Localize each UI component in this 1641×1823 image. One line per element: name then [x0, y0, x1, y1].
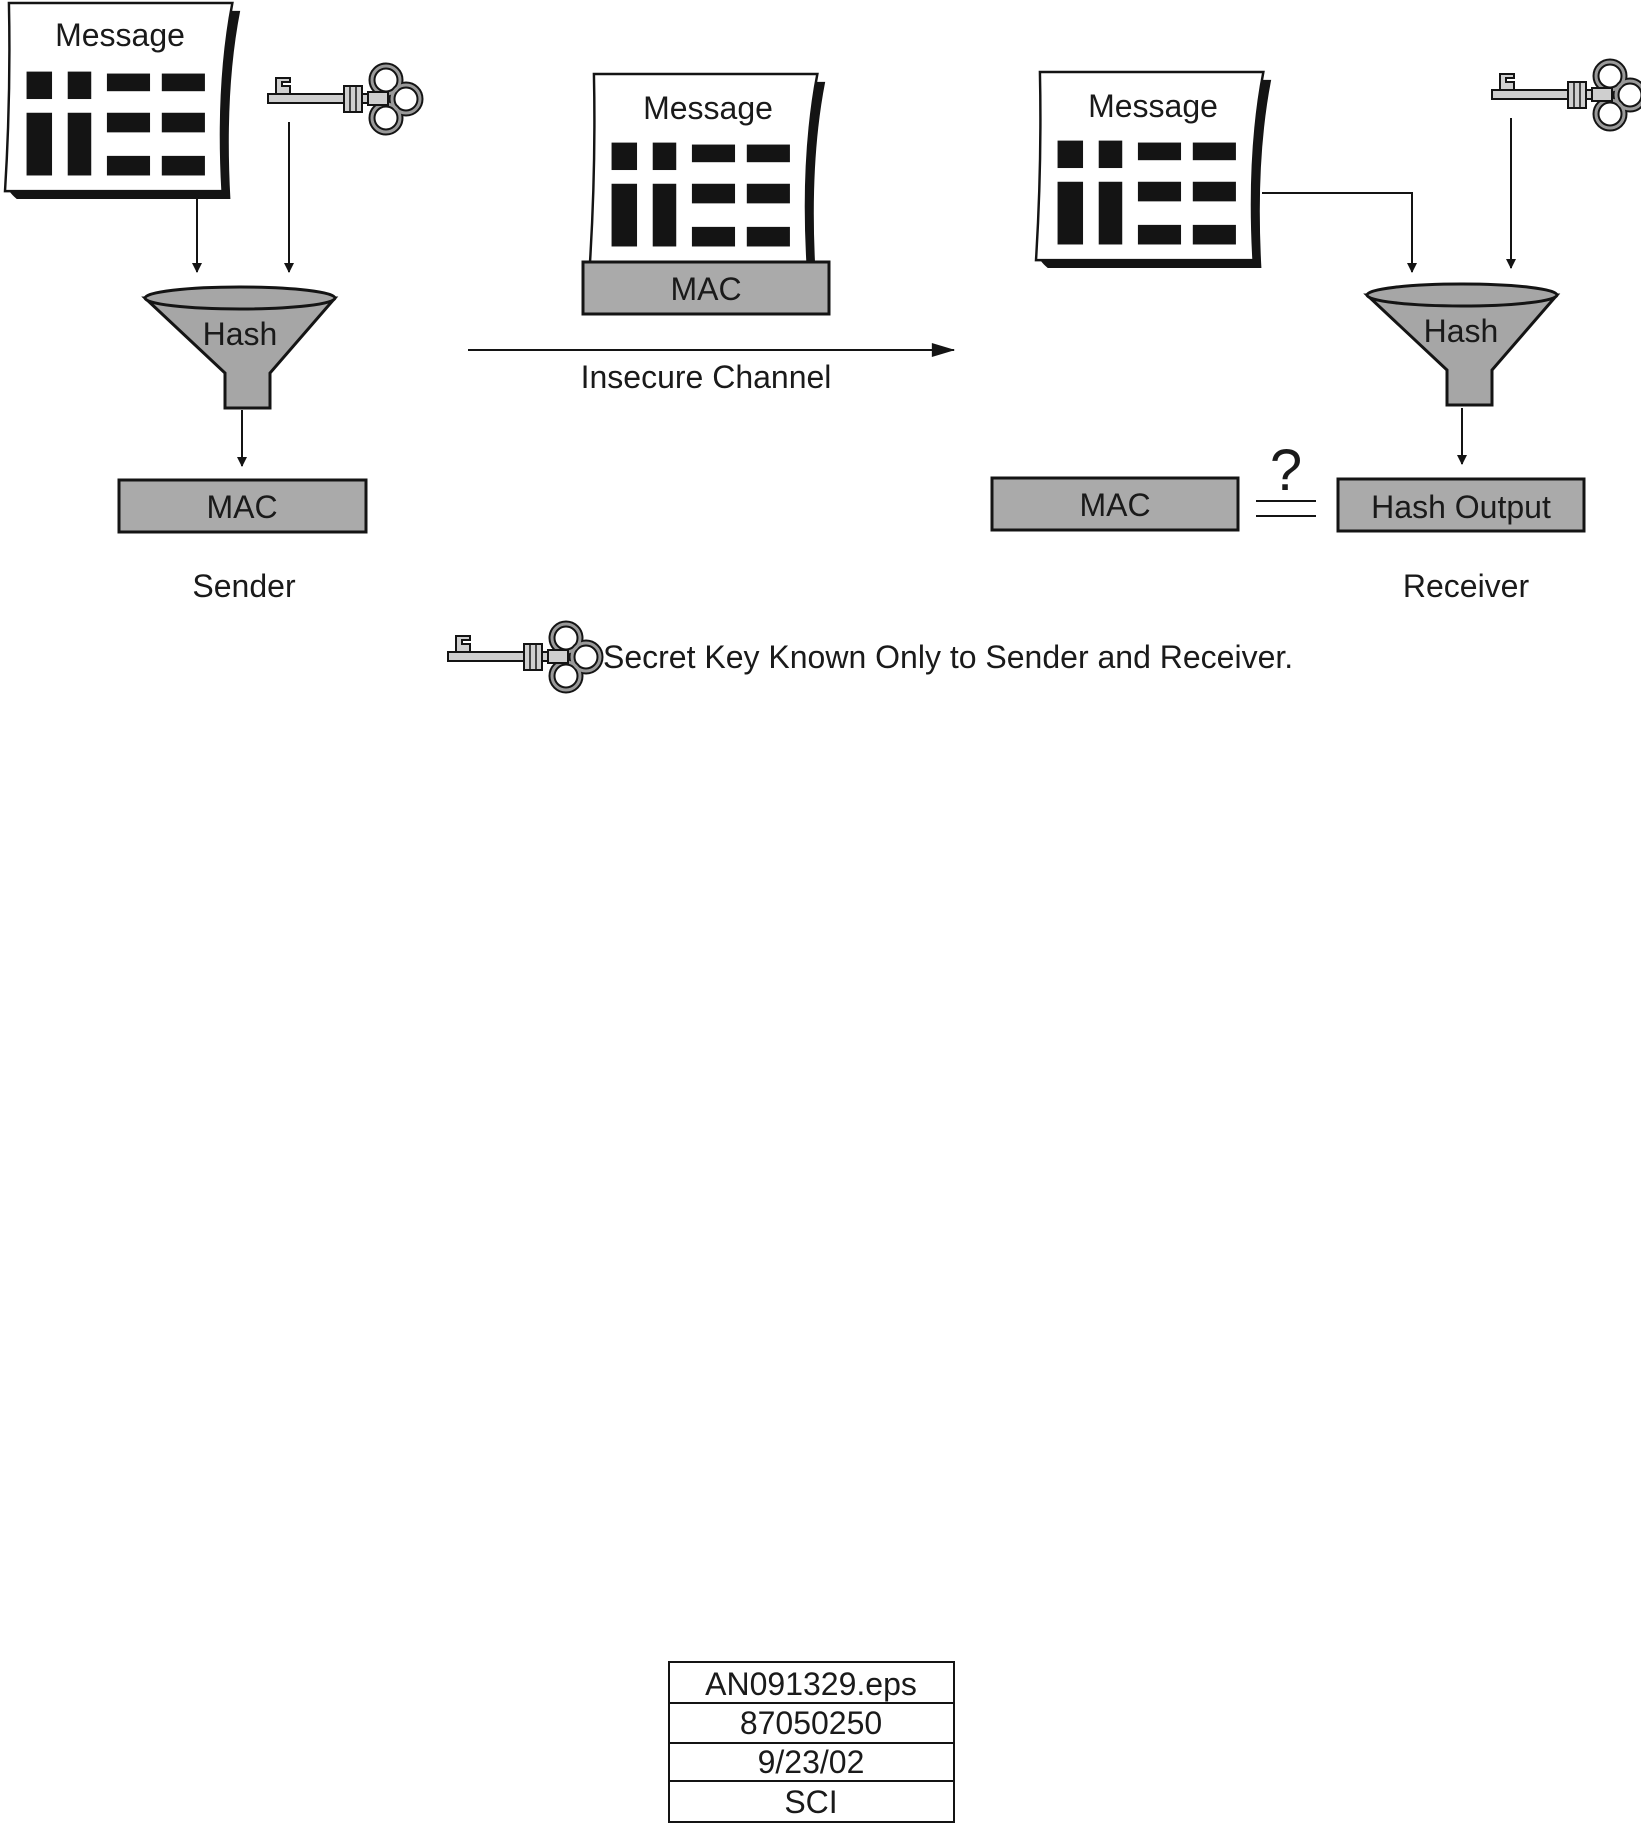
comparison-question-mark: ? — [1270, 438, 1302, 503]
channel-mac-label: MAC — [670, 271, 741, 307]
receiver-role-label: Receiver — [1403, 568, 1530, 604]
hash-output-label: Hash Output — [1371, 489, 1551, 525]
receiver-message-document: Message — [1034, 70, 1273, 270]
sender-mac-label: MAC — [206, 489, 277, 525]
hash-output-box — [1336, 477, 1586, 533]
file-stamp-row: 9/23/02 — [758, 1744, 865, 1780]
file-stamp-row: AN091329.eps — [705, 1666, 917, 1702]
receiver-key-icon — [1492, 62, 1641, 128]
channel-label: Insecure Channel — [581, 359, 832, 395]
receiver-message-to-hash-arrow — [1262, 192, 1417, 273]
sender-mac-box — [117, 478, 368, 534]
receiver-message-label: Message — [1088, 88, 1218, 124]
file-stamp-row: SCI — [784, 1784, 837, 1820]
receiver-group: Message Hash MAC ? Hash Output Receiver — [990, 62, 1641, 604]
sender-message-label: Message — [55, 17, 185, 53]
legend-text: Secret Key Known Only to Sender and Rece… — [603, 639, 1293, 675]
file-stamp-table: AN091329.eps 87050250 9/23/02 SCI — [668, 1661, 955, 1823]
channel-group: Message MAC Insecure Channel — [468, 72, 956, 395]
file-stamp-row: 87050250 — [740, 1705, 882, 1741]
sender-group: Message Hash MAC Sender — [3, 1, 420, 604]
legend: Secret Key Known Only to Sender and Rece… — [448, 624, 1293, 690]
sender-key-icon — [268, 66, 420, 132]
channel-message-document: Message — [588, 72, 827, 272]
legend-key-icon — [448, 624, 600, 690]
receiver-mac-box — [990, 476, 1240, 532]
sender-hash-label: Hash — [203, 316, 278, 352]
sender-role-label: Sender — [192, 568, 296, 604]
receiver-hash-label: Hash — [1424, 313, 1499, 349]
sender-message-document: Message — [3, 1, 242, 201]
receiver-mac-label: MAC — [1079, 487, 1150, 523]
channel-mac-box — [581, 260, 831, 316]
channel-message-label: Message — [643, 90, 773, 126]
